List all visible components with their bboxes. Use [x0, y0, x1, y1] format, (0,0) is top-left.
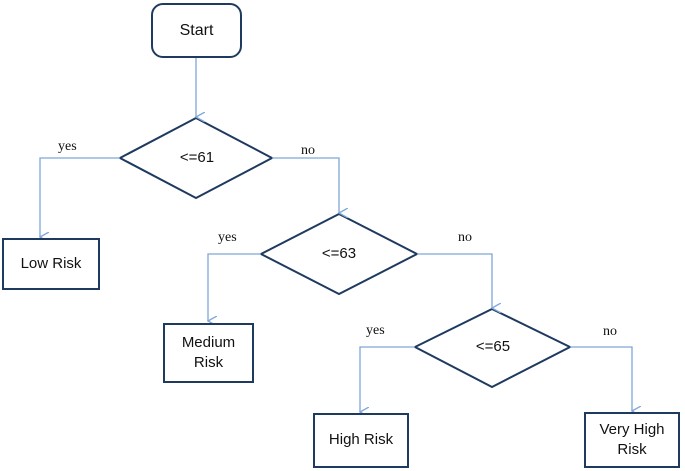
arrow-d1-yes	[40, 157, 120, 237]
arrow-d1-no	[272, 157, 339, 213]
outcome-medium-risk: Medium Risk	[163, 323, 254, 383]
outcome-low-risk-label: Low Risk	[20, 254, 82, 272]
decision-diamond-61	[117, 116, 275, 200]
arrow-d2-yes	[208, 253, 261, 321]
decision-label-63: <=63	[321, 245, 357, 262]
outcome-low-risk: Low Risk	[2, 238, 100, 290]
edge-label-d1-yes: yes	[58, 139, 77, 154]
outcome-high-risk-label: High Risk	[328, 431, 394, 449]
outcome-very-high-risk-line2: Risk	[617, 441, 647, 458]
outcome-medium-risk-line2: Risk	[193, 354, 224, 371]
outcome-medium-risk-line1: Medium	[181, 333, 236, 351]
outcome-very-high-risk-line1: Very High	[599, 420, 665, 438]
outcome-high-risk: High Risk	[313, 413, 409, 468]
edge-label-d2-no: no	[458, 230, 472, 245]
decision-diamond-63	[258, 212, 420, 296]
edge-label-d3-yes: yes	[366, 323, 385, 338]
start-node: Start	[151, 3, 242, 58]
arrow-d3-no	[570, 346, 632, 411]
decision-label-65: <=65	[475, 338, 511, 355]
decision-label-61: <=61	[179, 149, 215, 166]
decision-diamond-65	[412, 307, 573, 389]
outcome-very-high-risk: Very High Risk	[584, 412, 680, 468]
edge-label-d2-yes: yes	[218, 230, 237, 245]
edge-label-d1-no: no	[301, 143, 315, 158]
arrow-d2-no	[417, 253, 492, 308]
arrow-d3-yes	[360, 346, 415, 412]
edge-label-d3-no: no	[603, 324, 617, 339]
start-label: Start	[179, 21, 214, 39]
